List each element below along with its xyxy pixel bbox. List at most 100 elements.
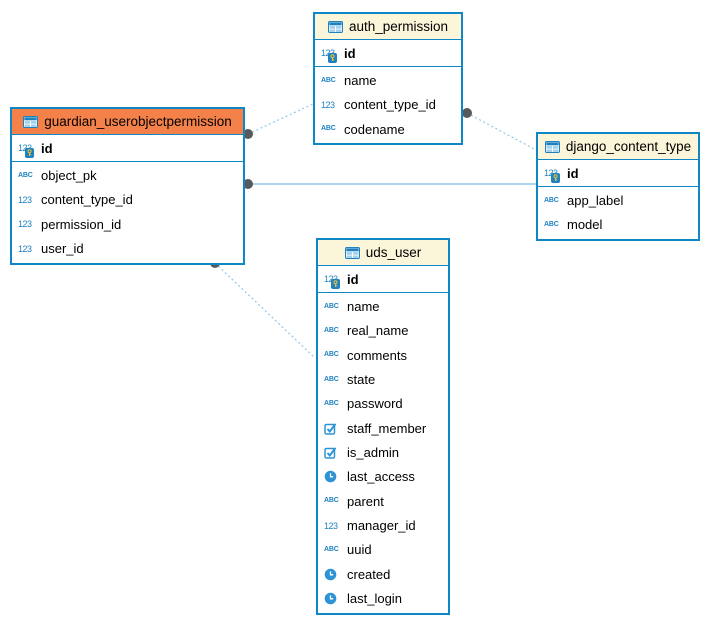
- column-name: id: [344, 45, 356, 61]
- column-name: name: [344, 73, 377, 89]
- column-name: app_label: [567, 193, 624, 209]
- column-name: comments: [347, 347, 407, 363]
- primary-key-section: 123 id: [538, 160, 698, 188]
- connector-endpoint-dot: [462, 108, 472, 118]
- column-name: last_login: [347, 591, 402, 607]
- table-icon: [544, 140, 560, 153]
- column-row-is_admin[interactable]: is_admin: [318, 440, 448, 464]
- column-row-staff_member[interactable]: staff_member: [318, 416, 448, 440]
- numeric-column-icon: 123: [18, 194, 32, 205]
- primary-key-section: 123 id: [315, 40, 461, 68]
- relationship-line-guardian_userobjectpermission-uds_user: [214, 262, 316, 359]
- column-name: manager_id: [347, 518, 416, 534]
- entity-header-django_content_type[interactable]: django_content_type: [538, 134, 698, 160]
- column-row-id[interactable]: 123 id: [315, 41, 461, 65]
- columns-section: ABC object_pk 123 content_type_id 123 permiss…: [12, 162, 243, 262]
- column-row-name[interactable]: ABC name: [315, 68, 461, 92]
- text-column-icon: ABC: [321, 76, 336, 84]
- column-name: is_admin: [347, 445, 400, 461]
- datetime-column-icon: [324, 566, 342, 582]
- column-name: name: [347, 299, 380, 315]
- entity-title: uds_user: [365, 245, 422, 260]
- column-row-last_access[interactable]: last_access: [318, 465, 448, 489]
- column-row-object_pk[interactable]: ABC object_pk: [12, 163, 243, 187]
- primary-key-section: 123 id: [318, 266, 448, 294]
- column-row-id[interactable]: 123 id: [538, 161, 698, 185]
- column-row-parent[interactable]: ABC parent: [318, 489, 448, 513]
- entity-header-auth_permission[interactable]: auth_permission: [315, 14, 461, 40]
- column-name: permission_id: [41, 216, 122, 232]
- connector-endpoint-dot: [243, 129, 253, 139]
- entity-title: guardian_userobjectpermission: [44, 114, 232, 129]
- numeric-column-icon: 123: [321, 99, 335, 110]
- text-column-icon: ABC: [324, 399, 339, 407]
- column-name: uuid: [347, 542, 372, 558]
- text-column-icon: ABC: [324, 497, 339, 505]
- column-name: staff_member: [347, 420, 427, 436]
- boolean-column-icon: [324, 445, 342, 461]
- entity-header-uds_user[interactable]: uds_user: [318, 240, 448, 266]
- column-name: user_id: [41, 241, 84, 257]
- column-row-content_type_id[interactable]: 123 content_type_id: [315, 93, 461, 117]
- column-row-last_login[interactable]: last_login: [318, 586, 448, 610]
- numeric-column-icon: 123: [18, 243, 32, 254]
- column-name: content_type_id: [344, 97, 436, 113]
- table-icon: [344, 246, 360, 259]
- datetime-column-icon: [324, 591, 342, 607]
- primary-key-icon: 123: [18, 140, 36, 159]
- text-column-icon: ABC: [324, 326, 339, 334]
- primary-key-icon: 123: [324, 271, 342, 290]
- boolean-column-icon: [324, 420, 342, 436]
- primary-key-icon: 123: [321, 45, 339, 64]
- table-icon: [23, 115, 39, 128]
- text-column-icon: ABC: [18, 171, 33, 179]
- table-icon: [327, 20, 343, 33]
- numeric-column-icon: 123: [324, 520, 338, 531]
- column-row-real_name[interactable]: ABC real_name: [318, 319, 448, 343]
- text-column-icon: ABC: [544, 196, 559, 204]
- column-name: object_pk: [41, 168, 97, 184]
- column-name: parent: [347, 493, 384, 509]
- column-row-created[interactable]: created: [318, 562, 448, 586]
- column-row-manager_id[interactable]: 123 manager_id: [318, 513, 448, 537]
- text-column-icon: ABC: [324, 545, 339, 553]
- column-row-uuid[interactable]: ABC uuid: [318, 538, 448, 562]
- column-row-permission_id[interactable]: 123 permission_id: [12, 212, 243, 236]
- numeric-column-icon: 123: [18, 219, 32, 230]
- column-row-id[interactable]: 123 id: [318, 267, 448, 291]
- column-name: real_name: [347, 323, 409, 339]
- text-column-icon: ABC: [544, 220, 559, 228]
- entity-title: auth_permission: [348, 19, 449, 34]
- column-name: id: [347, 271, 359, 287]
- column-row-content_type_id[interactable]: 123 content_type_id: [12, 188, 243, 212]
- entity-header-guardian_userobjectpermission[interactable]: guardian_userobjectpermission: [12, 109, 243, 135]
- relationship-line-auth_permission-django_content_type: [466, 112, 537, 151]
- column-row-app_label[interactable]: ABC app_label: [538, 188, 698, 212]
- column-name: created: [347, 566, 391, 582]
- entity-title: django_content_type: [565, 139, 692, 154]
- column-name: id: [567, 165, 579, 181]
- primary-key-icon: 123: [544, 165, 562, 184]
- text-column-icon: ABC: [321, 125, 336, 133]
- text-column-icon: ABC: [324, 375, 339, 383]
- column-name: content_type_id: [41, 192, 133, 208]
- column-row-user_id[interactable]: 123 user_id: [12, 236, 243, 260]
- relationship-line-guardian_userobjectpermission-auth_permission: [247, 103, 314, 135]
